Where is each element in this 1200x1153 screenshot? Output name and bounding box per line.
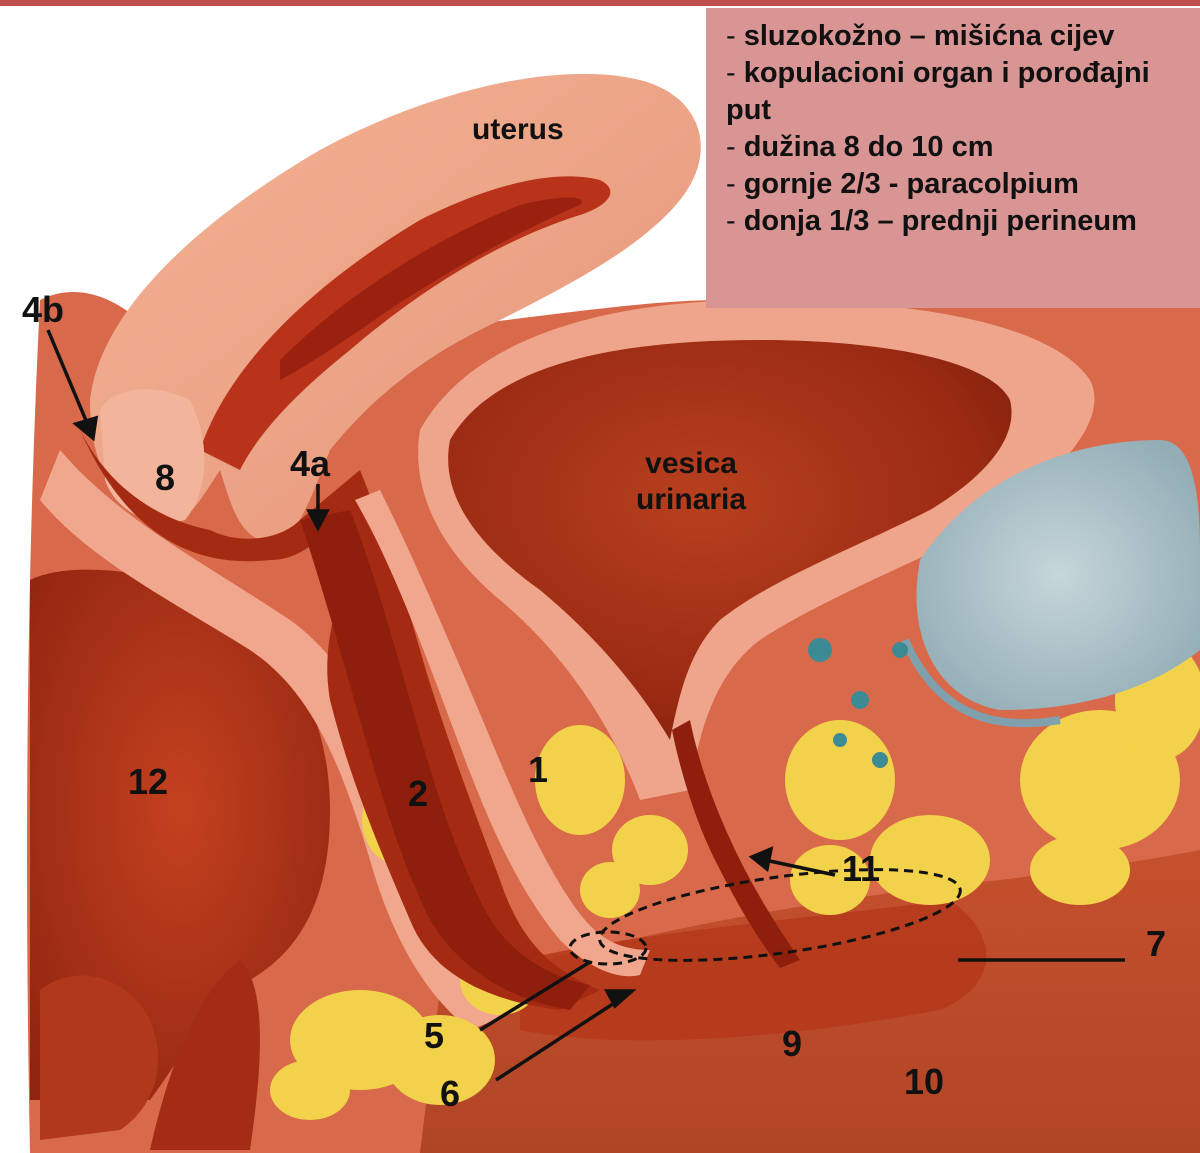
label-12: 12 <box>128 764 168 800</box>
label-9: 9 <box>782 1026 802 1062</box>
label-2: 2 <box>408 776 428 812</box>
info-line-5: - gornje 2/3 - paracolpium <box>726 166 1200 203</box>
label-4b: 4b <box>22 292 64 328</box>
label-6: 6 <box>440 1076 460 1112</box>
label-10: 10 <box>904 1064 944 1100</box>
label-vesica-line1: vesica <box>636 446 746 482</box>
label-8: 8 <box>155 460 175 496</box>
info-line-4: - dužina 8 do 10 cm <box>726 129 1200 166</box>
label-11: 11 <box>842 851 880 887</box>
label-uterus: uterus <box>472 112 564 148</box>
info-line-6: - donja 1/3 – prednji perineum <box>726 203 1200 240</box>
label-1: 1 <box>528 752 548 788</box>
info-line-3: put <box>726 92 1200 129</box>
label-vesica-line2: urinaria <box>636 482 746 518</box>
label-vesica-urinaria: vesica urinaria <box>636 446 746 518</box>
label-5: 5 <box>424 1018 444 1054</box>
info-box: - sluzokožno – mišićna cijev - kopulacio… <box>706 8 1200 308</box>
info-line-1: - sluzokožno – mišićna cijev <box>726 18 1200 55</box>
info-line-2: - kopulacioni organ i porođajni <box>726 55 1200 92</box>
label-7: 7 <box>1146 926 1166 962</box>
label-4a: 4a <box>290 446 330 482</box>
